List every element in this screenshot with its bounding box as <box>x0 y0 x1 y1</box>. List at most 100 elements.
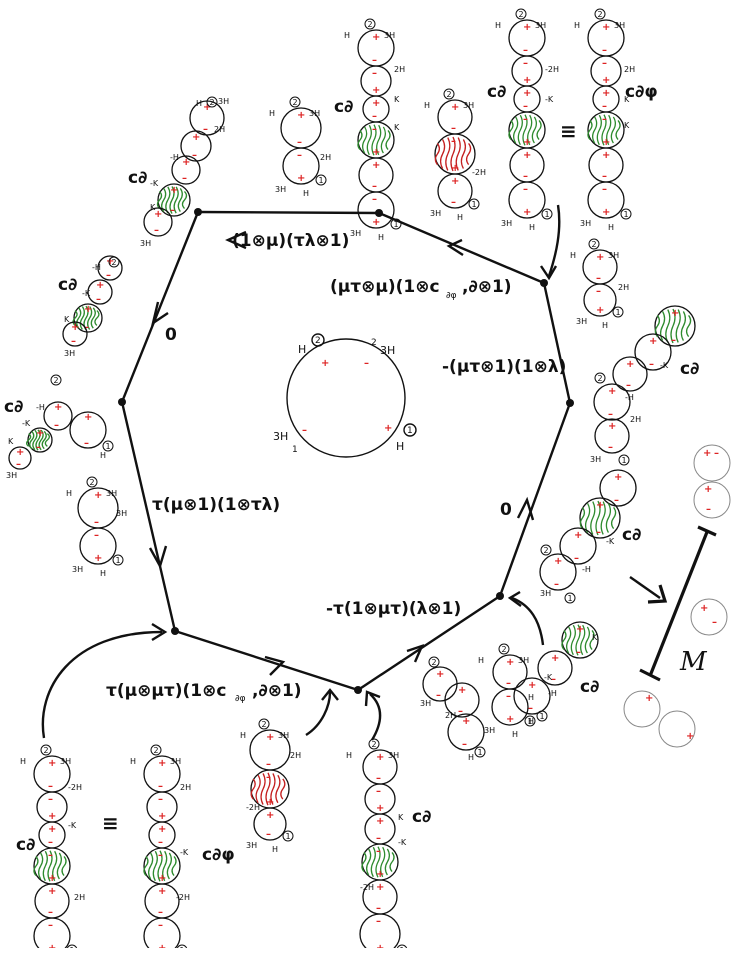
plus-sign-icon: + <box>523 22 531 33</box>
plus-sign-icon: + <box>376 882 384 893</box>
hatch-stroke <box>685 314 692 338</box>
svg-text:∂φ: ∂φ <box>446 291 457 301</box>
hatch-stroke <box>584 503 591 533</box>
number-badge-label: 1 <box>616 308 621 317</box>
plus-sign-icon: + <box>596 500 604 511</box>
number-badge-label: 2 <box>154 746 159 755</box>
plus-sign-icon: + <box>596 305 604 316</box>
plus-sign-icon: + <box>94 490 102 501</box>
chain-tag: 2H <box>290 751 301 760</box>
arrow-head-icon <box>321 688 339 701</box>
number-badge-icon <box>498 643 510 655</box>
chain-circle <box>79 527 117 565</box>
number-badge-icon <box>390 218 402 230</box>
hatch-stroke <box>536 120 542 140</box>
hatch-stroke <box>365 848 372 876</box>
number-badge-label: 2 <box>598 374 603 383</box>
hatch-stroke <box>606 114 612 146</box>
plus-sign-icon: + <box>462 716 470 727</box>
chain-circle <box>62 321 88 347</box>
minus-sign-icon: – <box>523 58 528 69</box>
chain-tag: H <box>512 730 518 739</box>
number-badge-label: 1 <box>106 442 111 451</box>
minus-sign-icon: – <box>451 123 456 134</box>
hatch-stroke <box>29 430 35 450</box>
chain-tag: 3H <box>518 656 529 665</box>
m-map-bar <box>648 531 709 677</box>
octagon-edge-left <box>120 401 177 632</box>
octagon-edge-top-right <box>378 211 545 285</box>
octagon <box>118 208 574 694</box>
center-circle <box>286 338 406 458</box>
number-badge-icon <box>515 8 527 20</box>
chain-tag: 3H <box>484 726 495 735</box>
plus-sign-icon: + <box>554 556 562 567</box>
hatch-stroke <box>255 774 261 804</box>
hatch-stroke <box>512 116 519 144</box>
plus-sign-icon: + <box>528 680 536 691</box>
chain-tag: -K <box>150 179 159 188</box>
cd-label: c∂ <box>412 807 431 827</box>
minus-sign-icon: – <box>48 781 53 792</box>
chain-circle <box>253 807 287 841</box>
chain-tag: 3H <box>72 565 83 574</box>
minus-sign-icon: – <box>372 181 377 192</box>
chain-tag: K <box>592 633 598 642</box>
chain-tag: 2H <box>630 415 641 424</box>
chain-tag: 3H <box>309 109 320 118</box>
plus-sign-icon: + <box>551 653 559 664</box>
number-badge-label: 2 <box>368 20 373 29</box>
plus-sign-icon: + <box>154 209 162 220</box>
connector-arrow <box>511 596 545 646</box>
chain-circle <box>359 913 401 953</box>
cd-label: c∂ <box>58 275 77 295</box>
chain-tag: -K <box>398 838 407 847</box>
minus-sign-icon: – <box>16 459 21 470</box>
minus-sign-icon: – <box>372 111 377 122</box>
plus-sign-icon: + <box>266 797 274 808</box>
plus-sign-icon: + <box>376 816 384 827</box>
chain-tag: 3H <box>116 509 127 518</box>
minus-sign-icon: – <box>154 225 159 236</box>
chain-circle <box>513 677 551 715</box>
minus-sign-icon: – <box>602 171 607 182</box>
plus-sign-icon: + <box>158 758 166 769</box>
hatch-stroke <box>610 506 617 530</box>
chain-circle <box>282 147 320 185</box>
vertex-dot <box>540 279 548 287</box>
chain-tag: H <box>66 489 72 498</box>
chain-circle <box>634 333 672 371</box>
plus-sign-icon: + <box>54 402 62 413</box>
plus-sign-icon: + <box>376 869 384 880</box>
minus-sign-icon: – <box>376 773 381 784</box>
minus-sign-icon: – <box>106 270 111 281</box>
hatch-stroke <box>587 120 593 140</box>
minus-sign-icon: – <box>506 691 511 702</box>
chain-circle <box>43 401 73 431</box>
plus-sign-icon: + <box>523 207 531 218</box>
plus-sign-icon: + <box>523 75 531 86</box>
hatch-stroke <box>38 429 44 451</box>
hatch-stroke <box>171 856 177 876</box>
arrow-head-icon <box>647 584 668 604</box>
minus-sign-icon: – <box>84 322 89 333</box>
minus-sign-icon: – <box>602 58 607 69</box>
number-badge-icon <box>618 454 630 466</box>
plus-sign-icon: + <box>649 336 657 347</box>
chain-tag: -2H <box>246 803 260 812</box>
plus-sign-icon: + <box>384 423 392 434</box>
hatch-stroke <box>280 778 286 800</box>
minus-sign-icon: – <box>528 703 533 714</box>
hatch-stroke <box>508 120 514 140</box>
minus-sign-icon: – <box>84 438 89 449</box>
hatch-stroke <box>450 136 456 172</box>
chain-tag: K <box>624 121 630 130</box>
number-badge-icon <box>40 744 52 756</box>
hatch-stroke <box>173 186 179 214</box>
chain-circle <box>143 207 173 237</box>
chain-circle <box>87 279 113 305</box>
minus-sign-icon: – <box>602 114 607 125</box>
arrow-head-icon <box>148 545 168 570</box>
chain-circle <box>69 411 107 449</box>
connector-arrow <box>369 693 382 741</box>
